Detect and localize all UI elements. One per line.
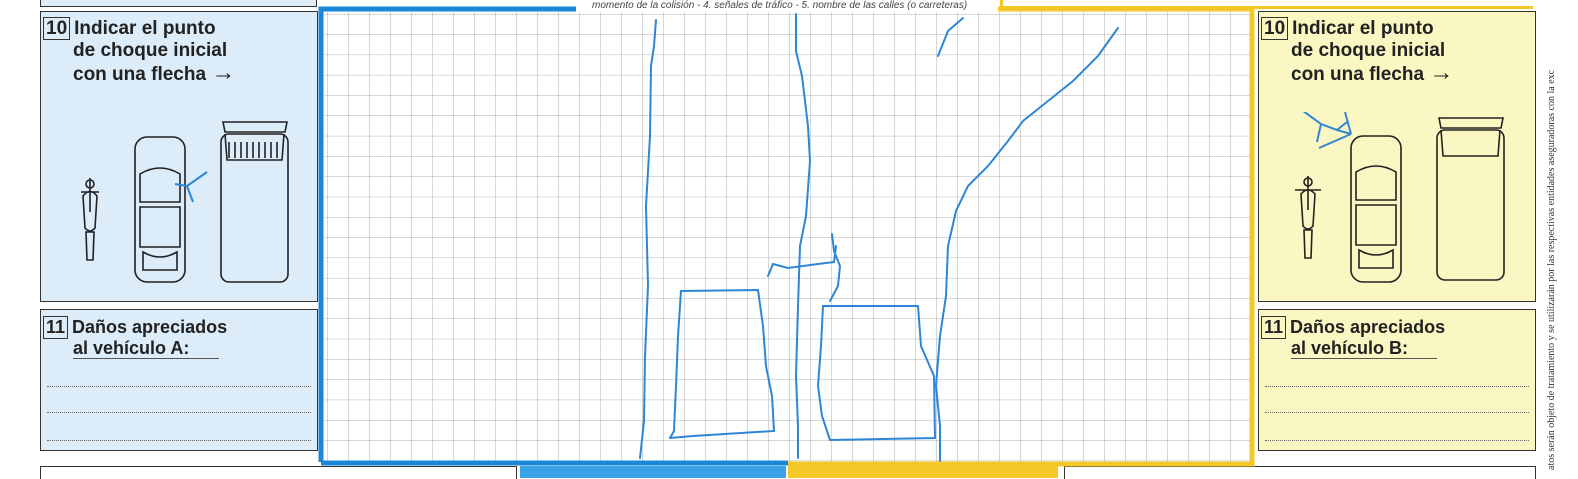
title-line: Indicar el punto [1292,18,1434,39]
title-line: de choque inicial [73,40,228,61]
title-line: Daños apreciados [72,317,228,337]
vehicle-b-icons [1295,112,1505,283]
vehicle-a-icons [81,121,289,283]
title-underline [73,358,219,359]
impact-arrow-drawing [174,171,208,203]
damage-input-line[interactable] [47,386,311,387]
title-line: Daños apreciados [1290,317,1446,337]
sketch-caption: momento de la colisión - 4. señales de t… [592,0,968,11]
title-line: de choque inicial [1291,40,1446,61]
bottom-left-box [40,466,517,479]
section-number: 10 [43,17,71,40]
top-left-box [40,0,317,7]
top-right-box [1000,0,1533,9]
title-line: con una flecha → [1291,59,1454,86]
sketch-drawing [639,13,1119,462]
title-underline [1291,358,1437,359]
truck-icon [220,121,289,283]
title-line: al vehículo A: [73,338,190,358]
side-legal-text: atos serán objeto de tratamiento y se ut… [1546,69,1557,470]
motorcycle-icon [81,178,99,261]
motorcycle-icon [1295,176,1321,259]
damage-input-line[interactable] [1265,386,1529,387]
title-line-text: con una flecha [1291,64,1425,85]
car-icon [134,136,186,283]
damage-input-line[interactable] [47,440,311,441]
car-icon [1350,135,1402,283]
bottom-right-box [1064,466,1536,479]
section-number: 11 [43,316,69,339]
damage-input-line[interactable] [47,412,311,413]
damage-input-line[interactable] [1265,412,1529,413]
damage-input-line[interactable] [1265,440,1529,441]
impact-arrow-drawing [1302,112,1352,149]
title-line: Indicar el punto [74,18,216,39]
title-line-text: con una flecha [73,64,207,85]
section-number: 11 [1261,316,1287,339]
arrow-icon: → [1429,59,1454,86]
title-line: con una flecha → [73,59,236,86]
arrow-icon: → [211,59,236,86]
truck-icon [1436,117,1505,281]
title-line: al vehículo B: [1291,338,1409,358]
section-number: 10 [1261,17,1289,40]
sketch-grid[interactable] [318,6,1258,468]
